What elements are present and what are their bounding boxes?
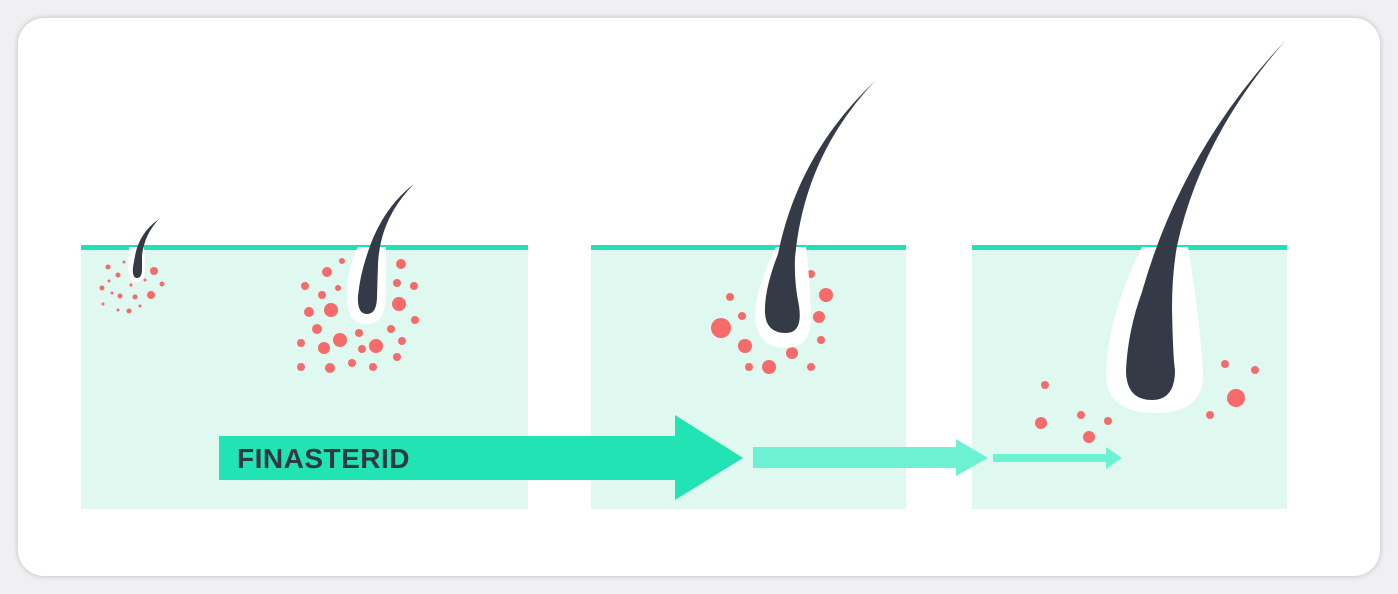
- hormone-dot: [1227, 389, 1245, 407]
- arrow-shape: [993, 447, 1122, 469]
- hormone-dot: [738, 339, 752, 353]
- hormone-dot: [322, 267, 332, 277]
- hormone-dot: [335, 285, 341, 291]
- hormone-dot: [1035, 417, 1047, 429]
- hormone-dot: [711, 318, 731, 338]
- hormone-dot: [1104, 417, 1112, 425]
- hair-shaft: [764, 81, 875, 333]
- hormone-dot: [1251, 366, 1259, 374]
- hormone-dot: [398, 337, 406, 345]
- hair-growth-diagram: FINASTERID: [81, 40, 1287, 509]
- hormone-dot: [1041, 381, 1049, 389]
- hormone-dot: [318, 291, 326, 299]
- hormone-dot: [110, 291, 114, 295]
- hormone-dot: [339, 258, 345, 264]
- hormone-dot: [813, 311, 825, 323]
- hormone-dot: [304, 307, 314, 317]
- hormone-dot: [762, 360, 776, 374]
- skin-surface-line: [972, 245, 1287, 250]
- hormone-dot: [387, 325, 395, 333]
- hormone-dot: [117, 293, 123, 299]
- hormone-dot: [159, 281, 165, 287]
- hormone-dot: [312, 324, 322, 334]
- hormone-dot: [129, 283, 133, 287]
- hair-stage-1: [128, 219, 159, 282]
- hormone-dot: [99, 285, 105, 291]
- hair-stage-2: [347, 184, 414, 324]
- hormone-dot: [101, 302, 105, 306]
- hormone-dot: [333, 333, 347, 347]
- hormone-dot: [738, 312, 746, 320]
- hormone-dot: [396, 259, 406, 269]
- hormone-dots-stage-4: [1035, 360, 1259, 443]
- hormone-dot: [393, 279, 401, 287]
- hormone-dot: [348, 359, 356, 367]
- diagram-card: FINASTERID: [18, 18, 1380, 576]
- hormone-dot: [1221, 360, 1229, 368]
- hormone-dot: [392, 297, 406, 311]
- main-arrow: FINASTERID: [219, 415, 743, 500]
- hormone-dot: [138, 304, 142, 308]
- arrow-label: FINASTERID: [237, 443, 410, 474]
- hormone-dots-stage-3: [711, 270, 833, 374]
- hormone-dot: [147, 291, 155, 299]
- hormone-dot: [817, 336, 825, 344]
- hormone-dots-stage-1: [99, 260, 165, 314]
- hormone-dot: [324, 303, 338, 317]
- hormone-dot: [150, 267, 158, 275]
- hormone-dot: [355, 329, 363, 337]
- hormone-dots-stage-2: [297, 258, 419, 373]
- third-arrow: [993, 447, 1122, 469]
- hormone-dot: [116, 308, 120, 312]
- arrow-shape: [753, 439, 988, 476]
- hormone-dot: [132, 294, 138, 300]
- hormone-dot: [786, 347, 798, 359]
- hormone-dot: [369, 363, 377, 371]
- hormone-dot: [297, 363, 305, 371]
- hormone-dot: [143, 278, 147, 282]
- hormone-dot: [126, 308, 132, 314]
- hormone-dot: [358, 345, 366, 353]
- hair-stage-4: [1105, 40, 1286, 413]
- hair-shaft: [132, 219, 159, 278]
- hormone-dot: [807, 270, 815, 278]
- second-arrow: [753, 439, 988, 476]
- hormone-dot: [318, 342, 330, 354]
- hormone-dot: [726, 293, 734, 301]
- hormone-dot: [411, 316, 419, 324]
- hormone-dot: [301, 282, 309, 290]
- hair-shaft: [1126, 40, 1286, 400]
- hormone-dot: [410, 282, 418, 290]
- hormone-dot: [115, 272, 121, 278]
- arrow-shape: [219, 415, 743, 500]
- hormone-dot: [122, 260, 126, 264]
- hormone-dot: [745, 363, 753, 371]
- hormone-dot: [1206, 411, 1214, 419]
- hair-shaft: [357, 184, 414, 314]
- hormone-dot: [105, 264, 111, 270]
- hormone-dot: [1083, 431, 1095, 443]
- hormone-dot: [297, 339, 305, 347]
- hair-stage-3: [754, 81, 875, 348]
- skin-surface-line: [591, 245, 906, 250]
- hormone-dot: [107, 279, 111, 283]
- hormone-dot: [1077, 411, 1085, 419]
- hormone-dot: [369, 339, 383, 353]
- skin-surface-line: [81, 245, 528, 250]
- hormone-dot: [325, 363, 335, 373]
- hormone-dot: [807, 363, 815, 371]
- hormone-dot: [819, 288, 833, 302]
- hormone-dot: [393, 353, 401, 361]
